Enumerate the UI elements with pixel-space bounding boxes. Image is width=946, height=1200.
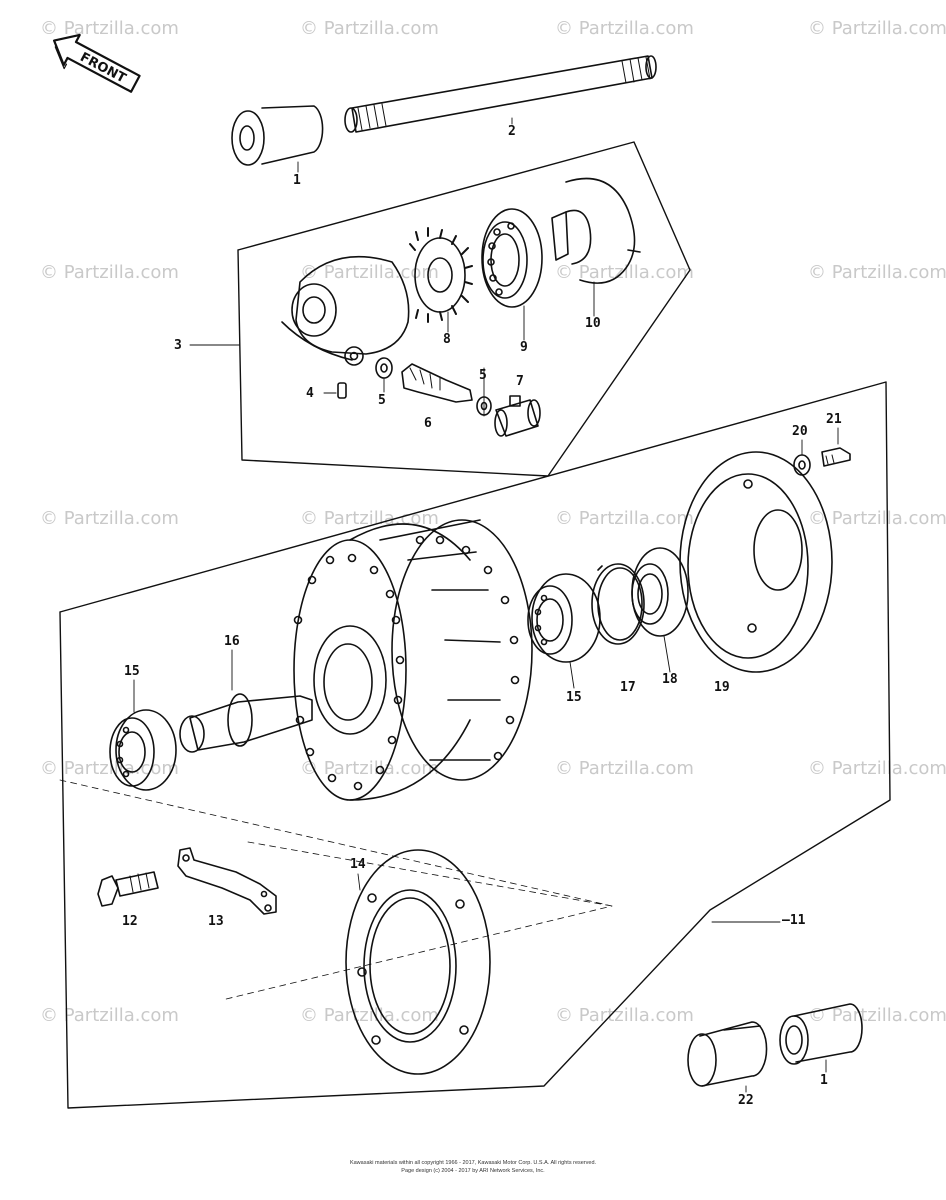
seal-plate-part-10: [551, 177, 641, 284]
callout-15-left: 15: [124, 664, 140, 679]
front-arrow-icon: FRONT: [52, 33, 141, 93]
callout-6: 6: [424, 416, 432, 431]
watermark: © Partzilla.com: [40, 1005, 179, 1026]
callout-19: 19: [714, 680, 730, 695]
washer-part-5: [375, 357, 393, 379]
spacer-part-1: [779, 1003, 863, 1065]
callout-1-bottom: 1: [820, 1073, 828, 1088]
callout-11: —11: [782, 913, 806, 928]
callout-15-right: 15: [566, 690, 582, 705]
construction-line: [59, 779, 613, 1001]
copyright-line: Kawasaki materials within all copyright …: [349, 1160, 597, 1166]
callout-4: 4: [306, 386, 314, 401]
watermark: © Partzilla.com: [808, 758, 946, 779]
watermark: © Partzilla.com: [40, 508, 179, 529]
watermark: © Partzilla.com: [40, 758, 179, 779]
watermark: © Partzilla.com: [808, 1005, 946, 1026]
watermark: © Partzilla.com: [300, 1005, 439, 1026]
callout-7: 7: [516, 374, 524, 389]
leader-lines: [133, 117, 839, 1093]
assembly-outline-11: [59, 381, 891, 1109]
watermark: © Partzilla.com: [555, 508, 694, 529]
pin-part-4: [323, 382, 347, 399]
callout-8: 8: [443, 332, 451, 347]
watermark: © Partzilla.com: [300, 18, 439, 39]
callout-21: 21: [826, 412, 842, 427]
oil-seal-part-18: [631, 547, 689, 637]
lock-plate-part-13: [177, 847, 277, 915]
spacer-part-22: [687, 1021, 768, 1087]
bearing-part-15: [109, 709, 177, 791]
callout-14: 14: [350, 857, 366, 872]
callout-9: 9: [520, 340, 528, 355]
snap-ring-part-17: [591, 563, 645, 645]
washer-part-20: [793, 454, 811, 476]
spacer-part-1: [231, 105, 324, 166]
watermark: © Partzilla.com: [808, 508, 946, 529]
design-credit-line: Page design (c) 2004 - 2017 by ARI Netwo…: [401, 1168, 545, 1174]
callout-17: 17: [620, 680, 636, 695]
watermark: © Partzilla.com: [300, 262, 439, 283]
axle-part-2: [344, 55, 657, 133]
callout-13: 13: [208, 914, 224, 929]
watermark: © Partzilla.com: [40, 18, 179, 39]
callout-2: 2: [508, 124, 516, 139]
callout-5b: 5: [479, 368, 487, 383]
collar-part-16: [179, 693, 313, 753]
watermark: © Partzilla.com: [555, 1005, 694, 1026]
wheel-hub: [293, 519, 533, 801]
watermark: © Partzilla.com: [808, 18, 946, 39]
callout-1: 1: [293, 173, 301, 188]
callout-12: 12: [122, 914, 138, 929]
callout-5a: 5: [378, 393, 386, 408]
assembly-outline-3: [237, 141, 691, 477]
callout-20: 20: [792, 424, 808, 439]
bearing-part-15: [527, 573, 601, 663]
watermark: © Partzilla.com: [40, 262, 179, 283]
gear-housing: [281, 255, 410, 366]
bolt-part-21: [821, 447, 851, 467]
watermark: © Partzilla.com: [555, 18, 694, 39]
brake-panel-part-19: [679, 451, 833, 673]
watermark: © Partzilla.com: [300, 758, 439, 779]
bushing-part-7: [494, 395, 541, 437]
callout-10: 10: [585, 316, 601, 331]
drive-gear-part-6: [401, 363, 473, 403]
watermark: © Partzilla.com: [808, 262, 946, 283]
bearing-part-9: [481, 208, 543, 308]
callout-22: 22: [738, 1093, 754, 1108]
callout-3: 3: [174, 338, 182, 353]
watermark: © Partzilla.com: [555, 758, 694, 779]
gear-part-8: [409, 227, 473, 323]
callout-16: 16: [224, 634, 240, 649]
bolt-part-12: [97, 871, 159, 907]
watermark: © Partzilla.com: [555, 262, 694, 283]
callout-18: 18: [662, 672, 678, 687]
brake-disc-part-14: [345, 849, 491, 1075]
